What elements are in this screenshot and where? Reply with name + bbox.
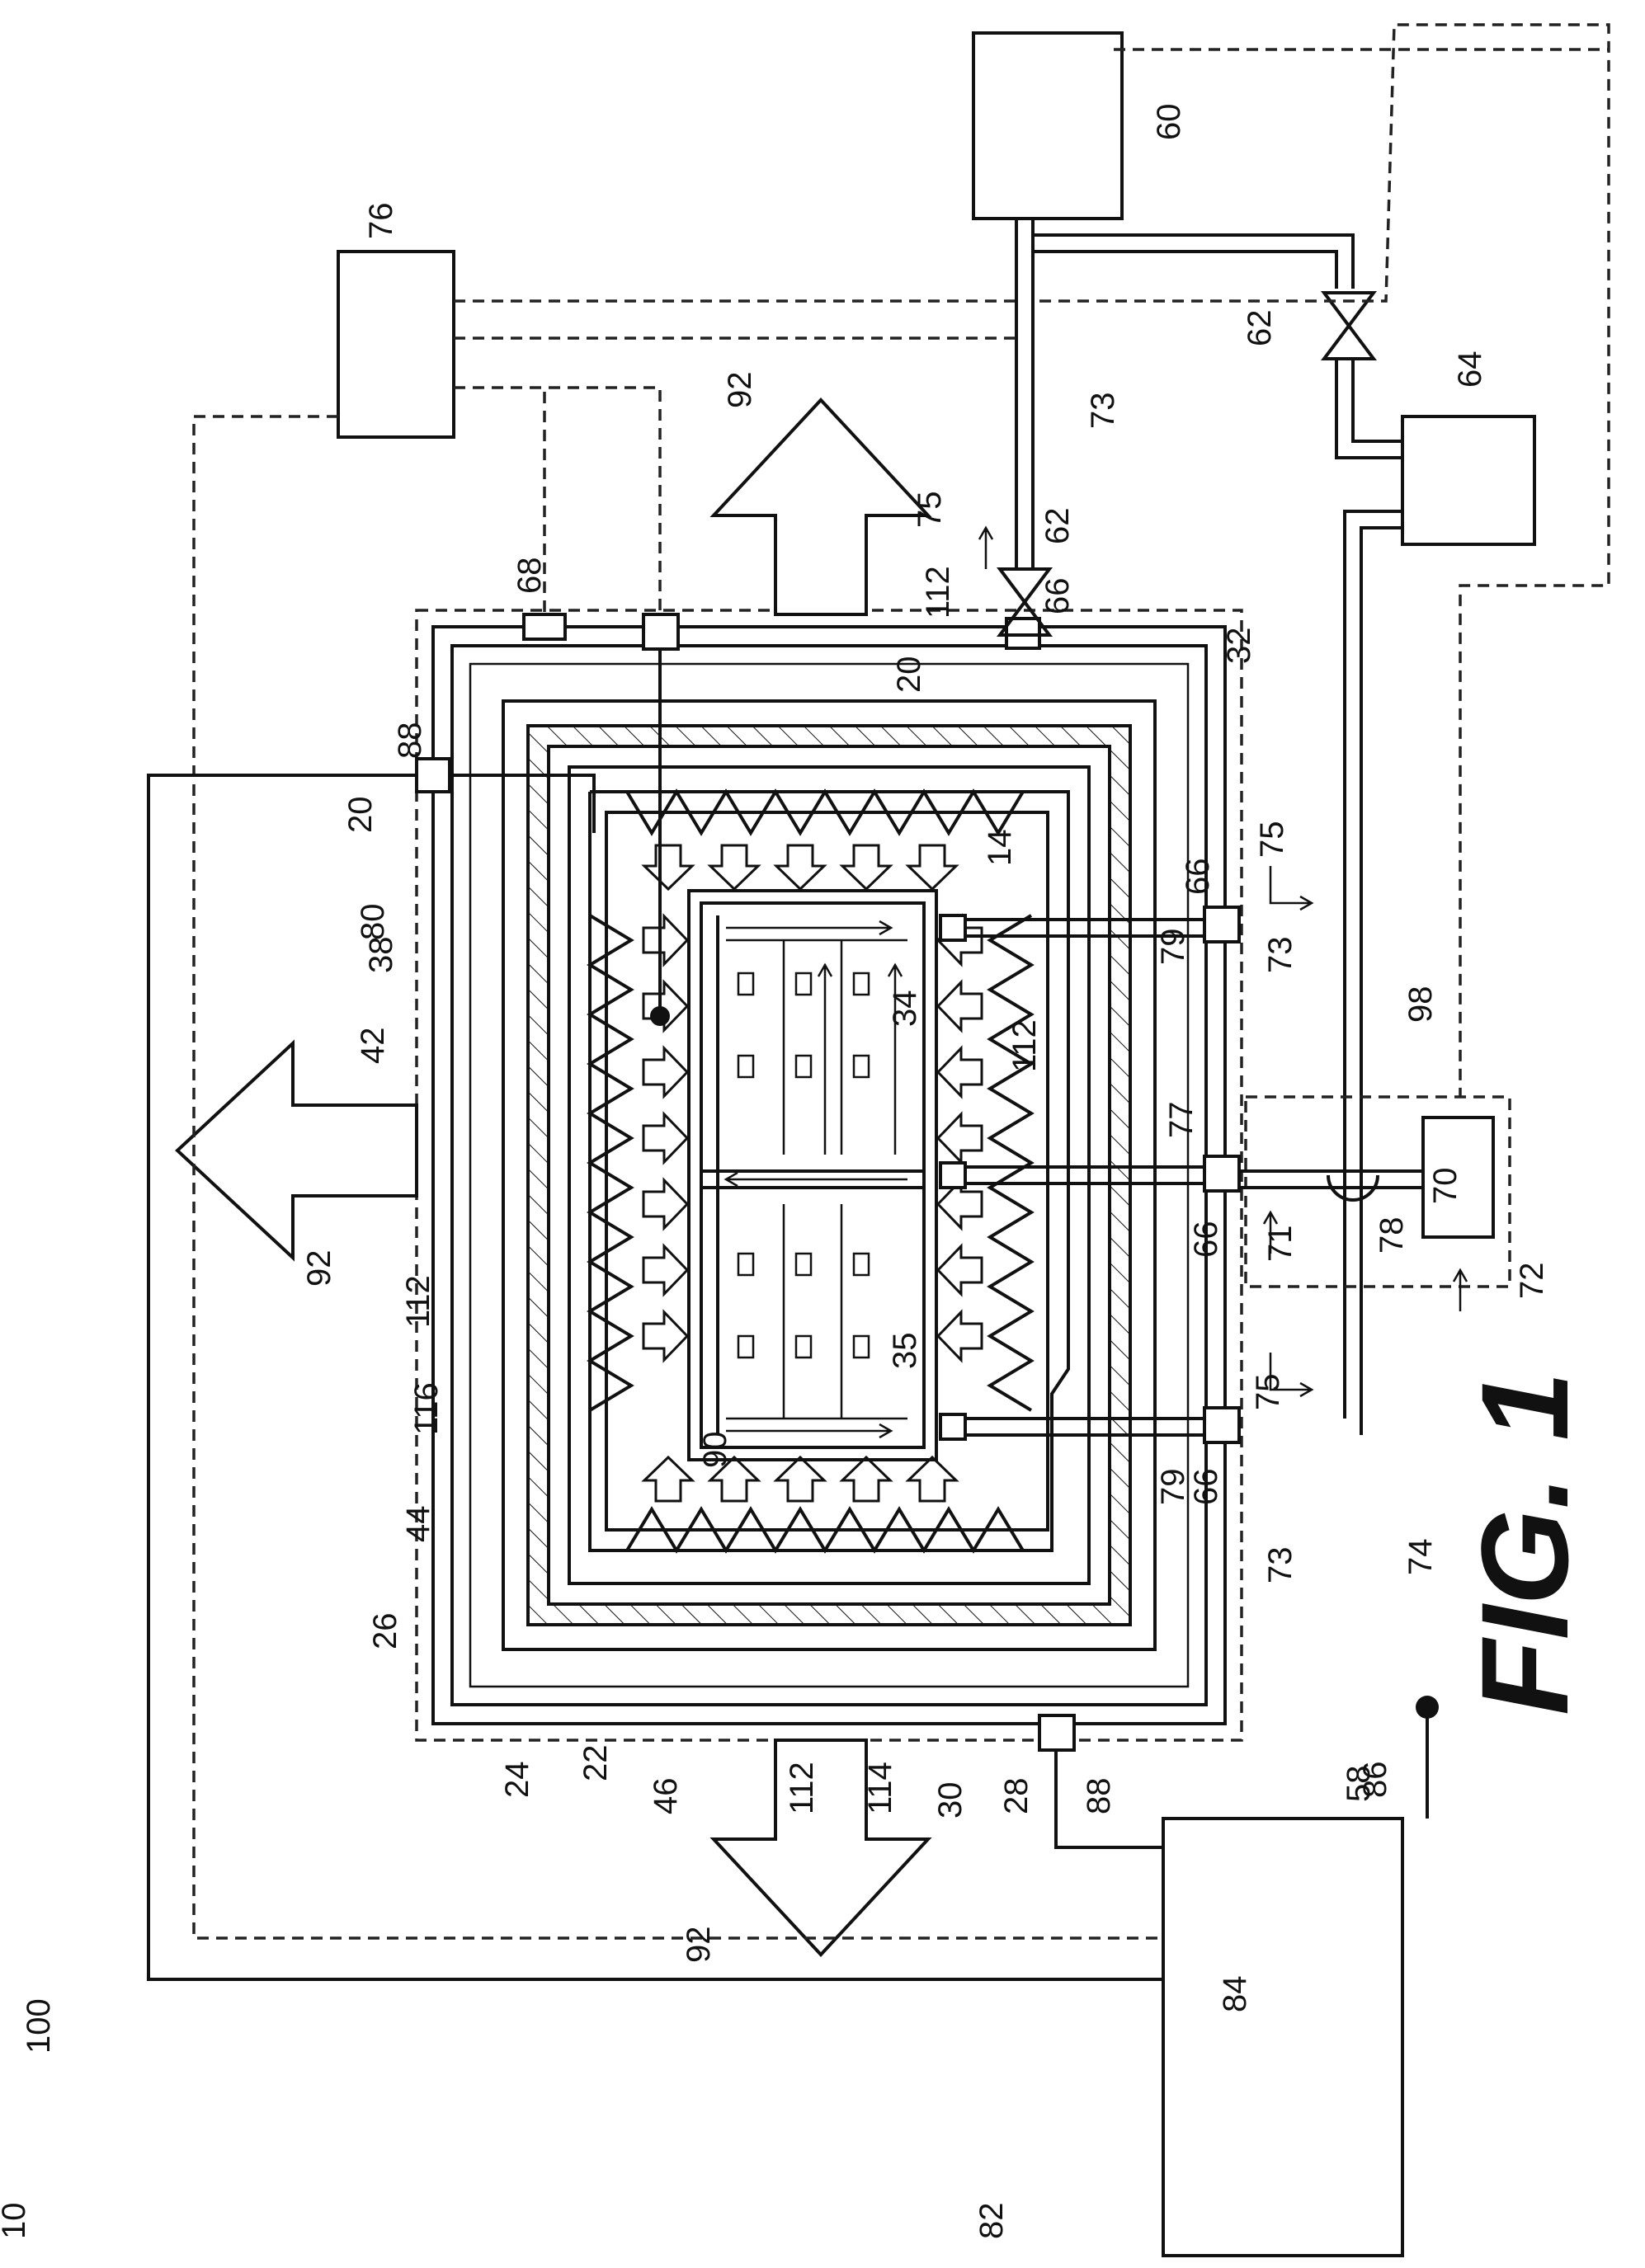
label-71: 71 — [1262, 1226, 1299, 1263]
label-88-bottom: 88 — [1081, 1778, 1117, 1815]
gas-source-64 — [1402, 416, 1534, 544]
label-22: 22 — [577, 1745, 614, 1782]
label-28: 28 — [998, 1778, 1035, 1815]
label-62-top: 62 — [1039, 508, 1076, 545]
label-75-mid: 75 — [1254, 821, 1290, 859]
controller-84 — [1163, 1819, 1402, 2256]
label-44: 44 — [400, 1506, 436, 1543]
label-64: 64 — [1452, 351, 1488, 388]
port-88-top — [417, 759, 450, 792]
label-20-left: 20 — [342, 797, 379, 834]
label-66-c: 66 — [1188, 1469, 1224, 1506]
label-66-top: 66 — [1039, 578, 1076, 615]
label-77: 77 — [1163, 1102, 1200, 1139]
label-68: 68 — [511, 558, 548, 595]
label-30: 30 — [932, 1782, 969, 1819]
label-92-left: 92 — [301, 1250, 337, 1287]
label-14: 14 — [982, 830, 1018, 867]
label-24: 24 — [499, 1762, 535, 1799]
label-76: 76 — [363, 203, 399, 240]
label-112-top: 112 — [920, 566, 956, 619]
antenna-86 — [1416, 1696, 1439, 1719]
label-73-top: 73 — [1085, 393, 1121, 430]
label-112-right: 112 — [1006, 1019, 1043, 1072]
label-35: 35 — [887, 1333, 923, 1370]
label-73-b: 73 — [1262, 1547, 1299, 1584]
gas-source-60 — [973, 33, 1122, 219]
label-88-top: 88 — [392, 722, 428, 760]
port-88-bottom — [1039, 1715, 1074, 1750]
label-116: 116 — [408, 1382, 445, 1435]
label-10: 10 — [0, 2203, 32, 2240]
label-82: 82 — [973, 2203, 1010, 2240]
label-60: 60 — [1151, 104, 1187, 141]
label-38: 38 — [363, 937, 399, 974]
label-58: 58 — [1341, 1766, 1377, 1803]
label-74: 74 — [1402, 1539, 1439, 1576]
label-66-a: 66 — [1180, 859, 1216, 896]
figure-label: FIG. 1 — [1455, 1372, 1594, 1715]
heat-flow-arrow-top — [714, 400, 928, 614]
label-80: 80 — [355, 904, 391, 941]
label-92-top: 92 — [722, 372, 758, 409]
label-100: 100 — [21, 1998, 57, 2054]
label-46: 46 — [648, 1778, 684, 1815]
label-70: 70 — [1427, 1168, 1464, 1205]
label-72: 72 — [1514, 1263, 1550, 1300]
port-68 — [524, 614, 565, 639]
label-114: 114 — [862, 1762, 898, 1814]
label-98: 98 — [1402, 986, 1439, 1023]
label-66-b: 66 — [1188, 1221, 1224, 1259]
label-79-b: 79 — [1155, 1469, 1191, 1506]
label-79-a: 79 — [1155, 929, 1191, 966]
controller-76 — [338, 252, 454, 437]
label-75-bottom: 75 — [1250, 1374, 1286, 1411]
label-32: 32 — [1221, 628, 1257, 665]
label-112-left: 112 — [400, 1275, 436, 1328]
heat-flow-arrow-left — [177, 1043, 417, 1258]
label-84: 84 — [1217, 1976, 1253, 2013]
label-92-bottom: 92 — [681, 1927, 717, 1964]
label-78: 78 — [1374, 1217, 1410, 1254]
label-20-top: 20 — [891, 656, 927, 694]
label-34: 34 — [887, 990, 923, 1028]
label-42: 42 — [355, 1028, 391, 1065]
label-112-bottom: 112 — [784, 1762, 820, 1814]
valve-62-right — [1324, 293, 1374, 359]
sensor-80 — [650, 1006, 670, 1026]
enclosure-22 — [503, 701, 1155, 1649]
label-73-a: 73 — [1262, 937, 1299, 974]
label-90: 90 — [697, 1432, 733, 1469]
port-top-center — [643, 614, 678, 649]
label-62-right: 62 — [1242, 310, 1278, 347]
label-26: 26 — [367, 1613, 403, 1650]
label-75-top: 75 — [912, 492, 948, 529]
